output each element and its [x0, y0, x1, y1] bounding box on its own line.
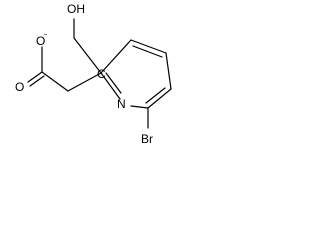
atom-oh-label: OH	[67, 2, 85, 16]
bond-c5-c6-inner	[145, 87, 166, 104]
atom-o-carbonyl-label: O	[15, 80, 24, 94]
bond-c6-n	[130, 105, 149, 109]
bond-carboxyl-odouble-a	[27, 71, 43, 83]
bond-c2-ch2oh	[73, 37, 102, 74]
atom-o-minus-charge: -	[44, 29, 47, 39]
atom-br-label: Br	[141, 132, 153, 146]
bond-c5-c6	[147, 88, 172, 109]
bond-n-c2	[100, 72, 121, 100]
bond-c2-ch2	[67, 72, 102, 92]
bond-n-c2-inner	[105, 72, 122, 94]
atom-n-label: N	[117, 97, 126, 111]
molecule-drawing: OH O - O C N Br	[15, 2, 172, 146]
atom-o-minus-label: O	[36, 34, 45, 48]
bond-c4-c5	[165, 52, 172, 90]
bond-carboxyl-odouble-b	[29, 75, 45, 87]
bond-c3-c4	[130, 39, 167, 54]
bond-c2-c3	[100, 39, 132, 74]
structure-diagram: OH O - O C N Br	[0, 0, 199, 151]
atom-c-quaternary-label: C	[97, 67, 106, 81]
bond-ch2-carboxyl	[41, 71, 69, 92]
bond-c3-c4-inner	[132, 45, 163, 58]
